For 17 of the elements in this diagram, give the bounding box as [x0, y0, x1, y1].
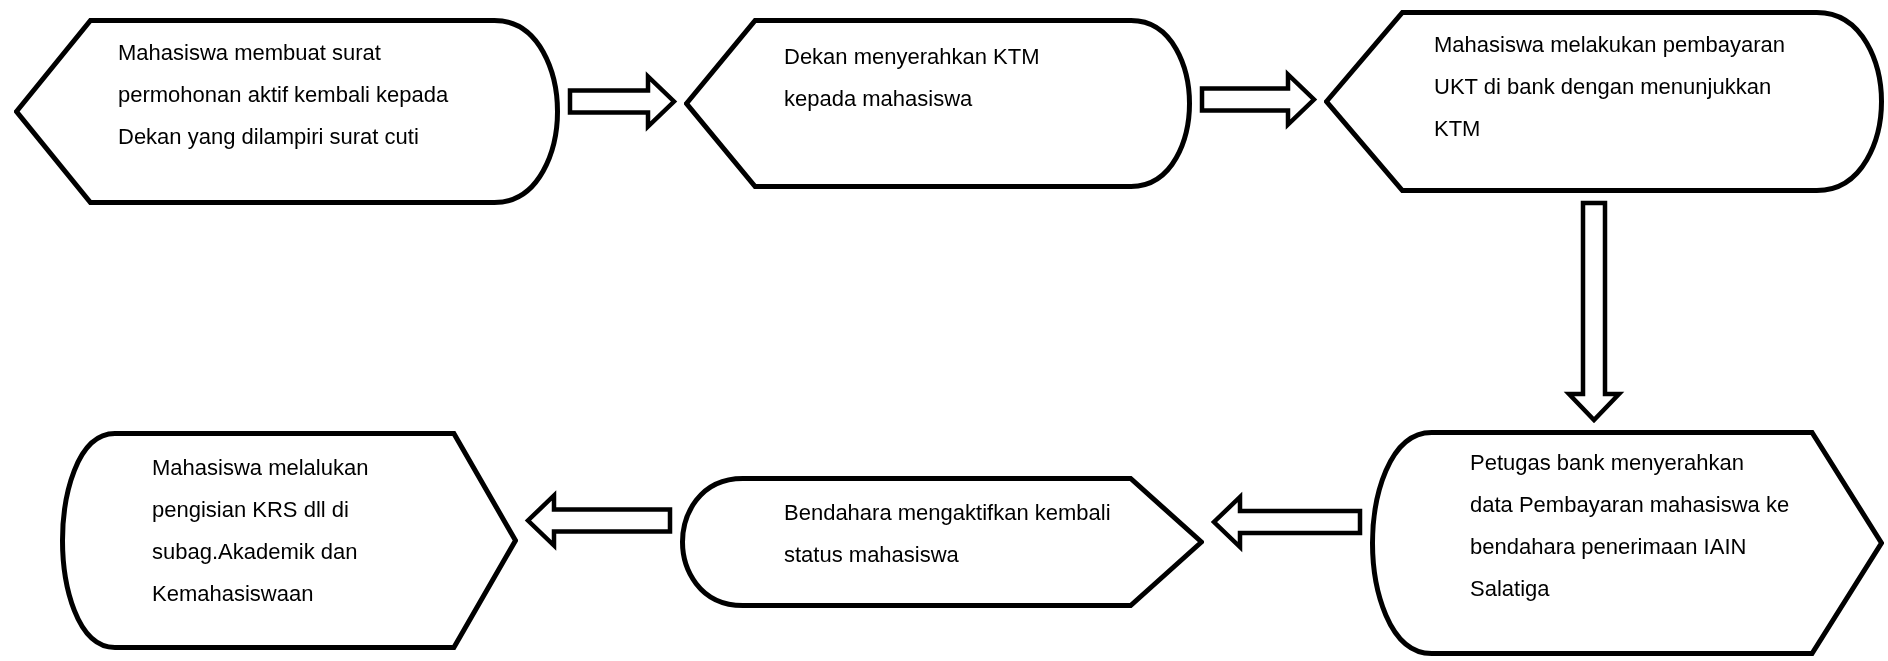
step-text: Bendahara mengaktifkan kembali status mahasiswa — [784, 499, 1112, 569]
step-text: Mahasiswa melakukan pembayaran UKT di bank dengan menunjukkan KTM — [1434, 31, 1786, 143]
step-text: Mahasiswa membuat surat permohonan aktif kembali kepada Dekan yang dilampiri surat cuti — [118, 39, 450, 151]
display-shape — [60, 431, 518, 650]
block-arrow — [524, 490, 673, 551]
block-arrow — [1563, 200, 1625, 424]
display-shape — [1324, 10, 1884, 193]
step-text: Petugas bank menyerahkan data Pembayaran mahasiswa ke bendahara penerimaan IAIN Salatiga — [1470, 449, 1790, 603]
block-arrow — [567, 71, 678, 132]
display-shape — [14, 18, 560, 205]
display-shape — [680, 476, 1204, 608]
display-shape — [1370, 430, 1884, 656]
display-shape — [684, 18, 1192, 189]
block-arrow — [1210, 491, 1363, 553]
block-arrow — [1199, 69, 1318, 130]
step-text: Dekan menyerahkan KTM kepada mahasiswa — [784, 43, 1041, 113]
step-text: Mahasiswa melalukan pengisian KRS dll di subag.Akademik dan Kemahasiswaan — [152, 454, 370, 608]
